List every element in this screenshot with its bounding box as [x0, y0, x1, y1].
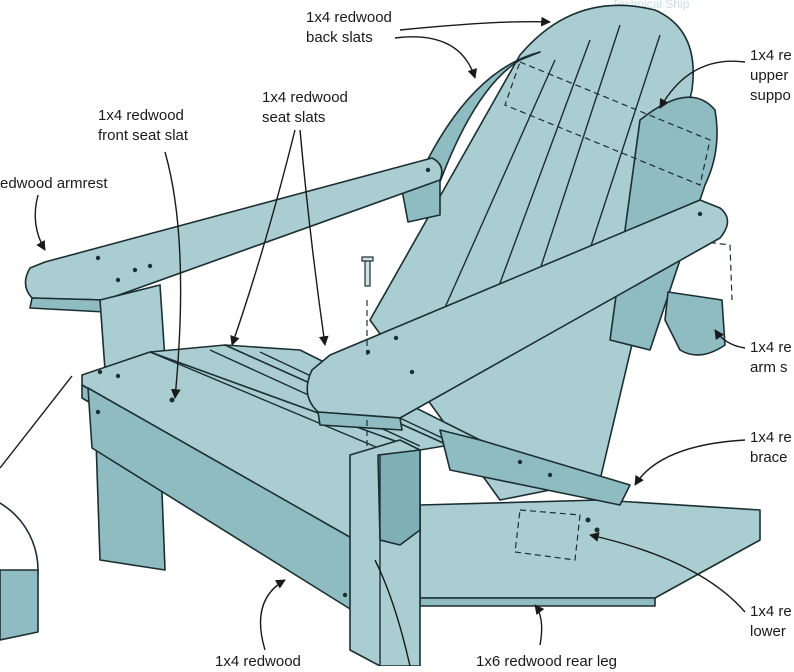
label-lower: 1x4 re lower [750, 602, 792, 642]
label-front-seat-slat: 1x4 redwood front seat slat [98, 106, 188, 146]
label-line: 1x4 re [750, 429, 792, 446]
label-back-slats: 1x4 redwood back slats [306, 8, 392, 48]
label-line: upper [750, 67, 789, 84]
label-seat-slats: 1x4 redwood seat slats [262, 88, 348, 128]
label-line: 1x4 redwood [262, 89, 348, 106]
detail-circle [0, 375, 73, 641]
rear-leg [419, 499, 761, 607]
right-armrest [306, 199, 729, 450]
screw [361, 256, 374, 287]
brace [439, 429, 631, 506]
label-upper-support: 1x4 re upper suppo [750, 46, 792, 106]
label-rear-leg: 1x6 redwood rear leg [476, 652, 617, 672]
label-line: 1x4 re [750, 47, 792, 64]
leader-lines [34, 16, 746, 666]
label-line: 1x6 redwood rear leg [476, 653, 617, 670]
label-line: 1x4 redwood [98, 107, 184, 124]
label-line: brace [750, 449, 788, 466]
label-line: 1x4 re [750, 339, 792, 356]
watermark-text: Technical Ship [612, 0, 690, 11]
label-line: seat slats [262, 109, 326, 126]
label-line: edwood armrest [0, 175, 108, 192]
label-line: 1x4 redwood [306, 9, 392, 26]
label-line: suppo [750, 87, 791, 104]
label-line: 1x4 redwood [215, 653, 301, 670]
label-arm-support: 1x4 re arm s [750, 338, 792, 378]
label-line: 1x4 re [750, 603, 792, 620]
label-line: arm s [750, 359, 788, 376]
label-brace: 1x4 re brace [750, 428, 792, 468]
front-right-leg [349, 439, 421, 666]
label-line: lower [750, 623, 786, 640]
label-line: back slats [306, 29, 373, 46]
label-line: front seat slat [98, 127, 189, 144]
label-front-leg: 1x4 redwood [215, 652, 301, 672]
label-armrest: edwood armrest [0, 174, 108, 194]
left-armrest [24, 157, 443, 313]
